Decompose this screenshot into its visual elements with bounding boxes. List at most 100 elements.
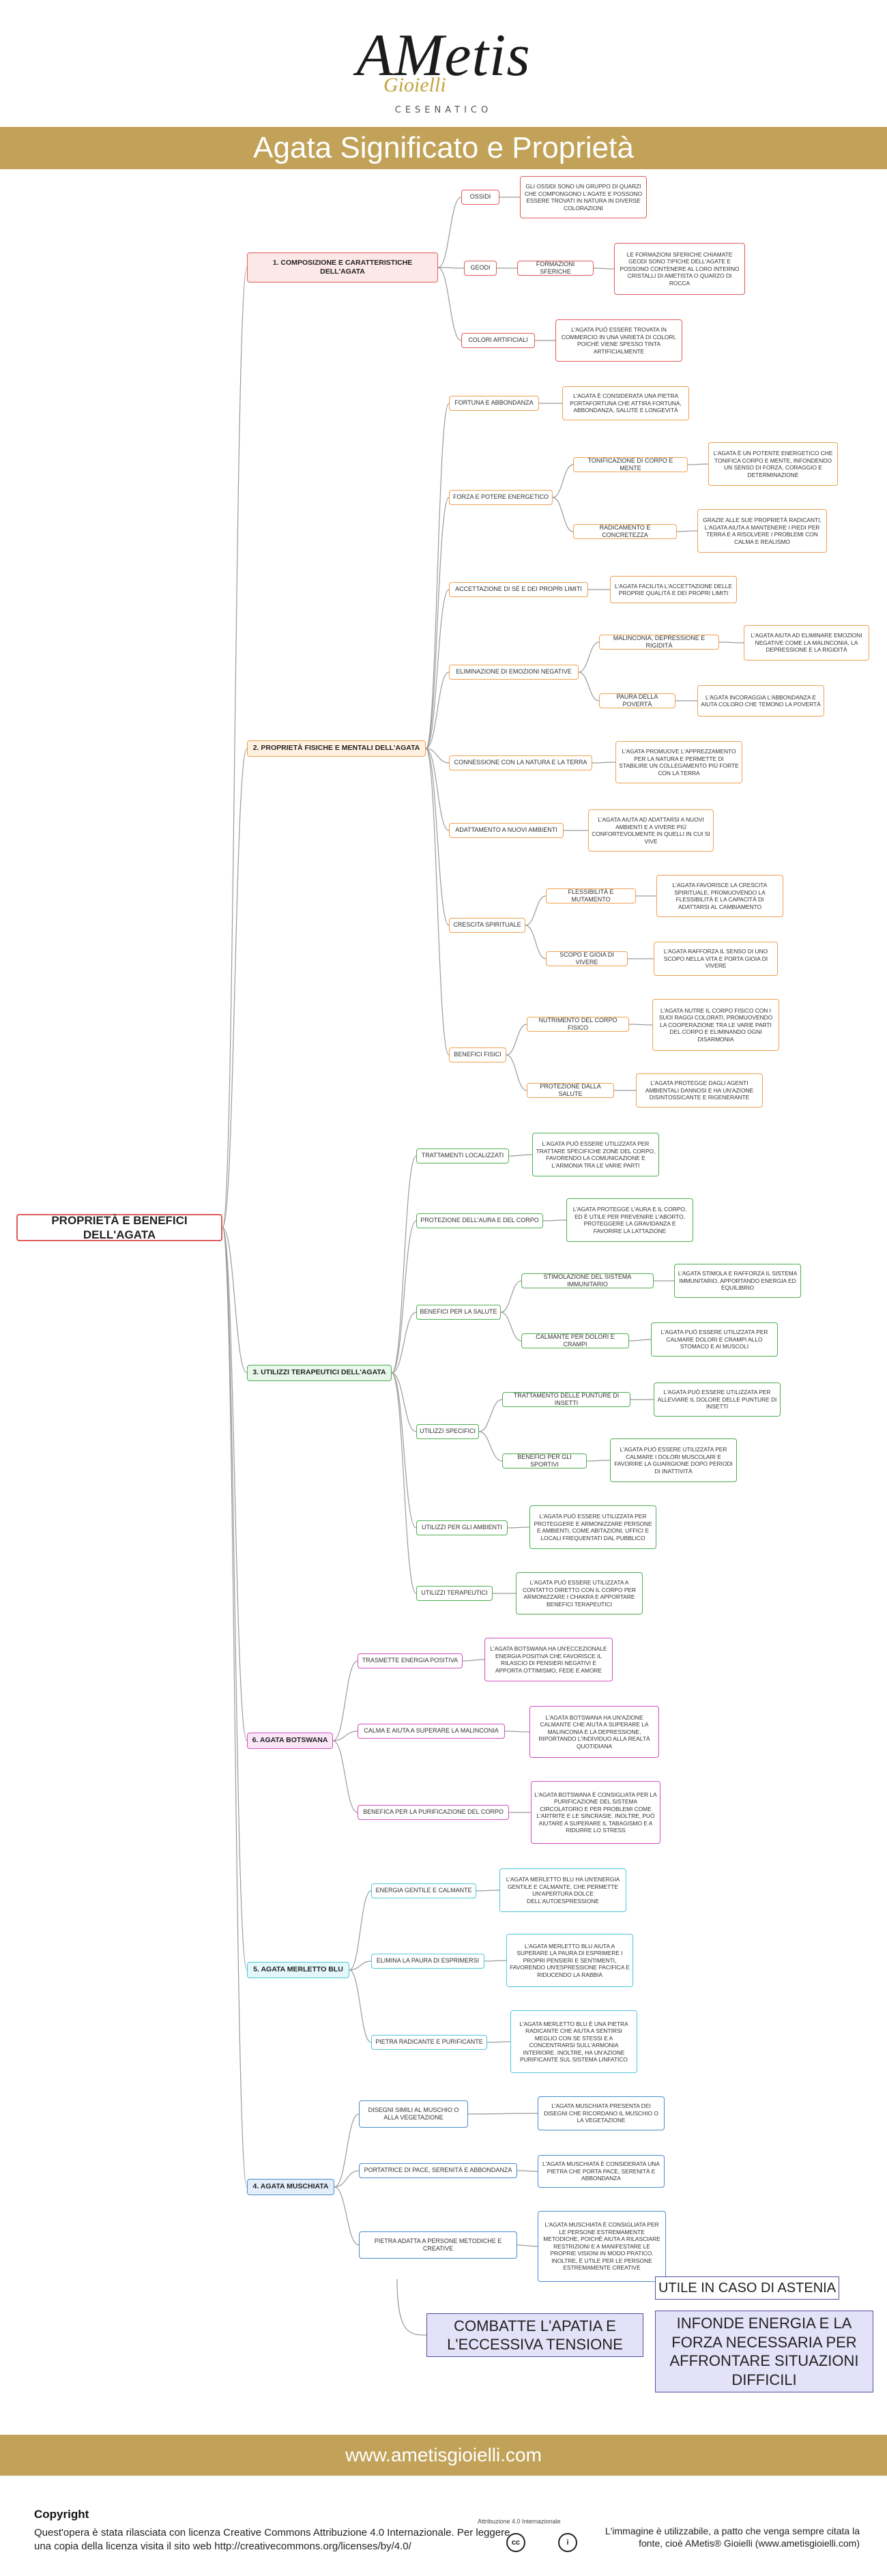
connector-category-therapeutic-to-node-benefici-salute <box>391 1312 417 1374</box>
node-punture: TRATTAMENTO DELLE PUNTURE DI INSETTI <box>502 1392 630 1407</box>
connector-category-therapeutic-to-node-terapeutici <box>391 1372 417 1594</box>
connector-category-physical-mental-to-node-crescita <box>425 748 450 926</box>
connector-node-ambienti-to-leaf-ambienti-desc <box>507 1526 530 1529</box>
connector-node-eliminazione-to-node-malinconia <box>578 641 600 673</box>
connector-bottom <box>396 2278 427 2336</box>
leaf-tonificazione-desc: L'AGATA È UN POTENTE ENERGETICO CHE TONI… <box>708 442 838 486</box>
connector-category-therapeutic-to-node-utilizzi-specifici <box>391 1372 417 1432</box>
website-banner[interactable]: www.ametisgioielli.com <box>0 2435 887 2476</box>
category-muschiata: 4. AGATA MUSCHIATA <box>247 2179 334 2195</box>
node-radicante-purificante: PIETRA RADICANTE E PURIFICANTE <box>371 2035 487 2050</box>
node-benefici-salute: BENEFICI PER LA SALUTE <box>416 1305 501 1320</box>
root-node: PROPRIETÀ E BENEFICI DELL'AGATA <box>16 1214 222 1241</box>
node-geodi: GEODI <box>464 261 497 276</box>
logo-sub: Gioielli <box>383 74 446 96</box>
connector-category-physical-mental-to-node-adattamento <box>425 748 450 831</box>
connector-node-calmante-to-leaf-calmante-desc <box>628 1339 652 1342</box>
connector-node-paura-esprimersi-to-leaf-paura-esprimersi-desc <box>484 1960 507 1962</box>
leaf-ossidi-desc: GLI OSSIDI SONO UN GRUPPO DI QUARZI CHE … <box>520 176 647 218</box>
category-merletto-blu: 5. AGATA MERLETTO BLU <box>247 1962 349 1978</box>
connector-node-benefici-salute-to-node-calmante <box>500 1312 522 1342</box>
connector-node-malinconia-botswana-to-leaf-malinconia-botswana-desc <box>504 1731 530 1733</box>
node-malinconia-botswana: CALMA E AIUTA A SUPERARE LA MALINCONIA <box>358 1724 505 1739</box>
node-ossidi: OSSIDI <box>461 190 499 205</box>
connector-category-physical-mental-to-node-fortuna <box>425 403 450 749</box>
leaf-punture-desc: L'AGATA PUÒ ESSERE UTILIZZATA PER ALLEVI… <box>654 1383 781 1417</box>
page-title: Agata Significato e Proprietà <box>0 127 887 169</box>
connector-root-node-to-category-muschiata <box>222 1227 248 2188</box>
node-natura: CONNESSIONE CON LA NATURA E LA TERRA <box>449 755 592 770</box>
connector-root-node-to-category-therapeutic <box>222 1227 248 1374</box>
leaf-sportivi-desc: L'AGATA PUÒ ESSERE UTILIZZATA PER CALMAR… <box>610 1438 737 1482</box>
node-sportivi: BENEFICI PER GLI SPORTIVI <box>502 1453 587 1468</box>
usage-text: L'immagine è utilizzabile, a patto che v… <box>605 2526 860 2549</box>
connector-category-therapeutic-to-node-protezione-aura <box>391 1220 417 1374</box>
leaf-radicante-purificante-desc: L'AGATA MERLETTO BLU È UNA PIETRA RADICA… <box>510 2010 637 2073</box>
connector-node-natura-to-leaf-natura-desc <box>592 762 616 764</box>
connector-category-therapeutic-to-node-trattamenti <box>391 1155 417 1374</box>
connector-category-botswana-to-node-purificazione <box>332 1740 358 1813</box>
leaf-adattamento-desc: L'AGATA AIUTA AD ADATTARSI A NUOVI AMBIE… <box>588 809 714 852</box>
connector-node-utilizzi-specifici-to-node-punture <box>478 1399 503 1432</box>
node-tonificazione: TONIFICAZIONE DI CORPO E MENTE <box>573 457 688 472</box>
connector-root-node-to-category-botswana <box>222 1227 248 1741</box>
node-malinconia: MALINCONIA, DEPRESSIONE E RIGIDITÀ <box>599 635 719 650</box>
connector-category-physical-mental-to-node-eliminazione <box>425 671 450 749</box>
leaf-radicamento-desc: GRAZIE ALLE SUE PROPRIETÀ RADICANTI, L'A… <box>697 509 827 553</box>
copyright-title: Copyright <box>34 2508 89 2521</box>
connector-node-energia-gentile-to-leaf-energia-gentile-desc <box>476 1890 500 1892</box>
connector-node-sportivi-to-leaf-sportivi-desc <box>586 1460 611 1462</box>
leaf-sistema-immunitario-desc: L'AGATA STIMOLA E RAFFORZA IL SISTEMA IM… <box>674 1264 801 1298</box>
connector-node-benefici-salute-to-node-sistema-immunitario <box>500 1280 522 1313</box>
connector-category-composition-to-node-ossidi <box>437 197 462 268</box>
cc-icon: cc <box>506 2533 525 2552</box>
connector-category-physical-mental-to-node-benefici-fisici <box>425 748 450 1056</box>
category-therapeutic: 3. UTILIZZI TERAPEUTICI DELL'AGATA <box>247 1365 392 1381</box>
leaf-formazioni-desc: LE FORMAZIONI SFERICHE CHIAMATE GEODI SO… <box>614 243 745 295</box>
connector-category-therapeutic-to-node-ambienti <box>391 1372 417 1529</box>
node-flessibilita: FLESSIBILITÀ E MUTAMENTO <box>546 888 636 903</box>
connector-node-malinconia-to-leaf-malinconia-desc <box>718 641 744 643</box>
node-pace-serenita: PORTATRICE DI PACE, SERENITÀ E ABBONDANZ… <box>359 2163 517 2178</box>
connector-node-energia-positiva-to-leaf-energia-positiva-desc <box>462 1659 485 1662</box>
node-scopo: SCOPO E GIOIA DI VIVERE <box>546 951 628 966</box>
connector-category-merletto-blu-to-node-paura-esprimersi <box>349 1960 372 1971</box>
leaf-pace-serenita-desc: L'AGATA MUSCHIATA È CONSIDERATA UNA PIET… <box>538 2155 665 2188</box>
node-accettazione: ACCETTAZIONE DI SÉ E DEI PROPRI LIMITI <box>449 582 588 597</box>
connector-root-node-to-category-composition <box>222 267 248 1228</box>
connector-node-crescita-to-node-scopo <box>525 925 547 959</box>
category-physical-mental: 2. PROPRIETÀ FISICHE E MENTALI DELL'AGAT… <box>247 740 426 757</box>
leaf-natura-desc: L'AGATA PROMUOVE L'APPREZZAMENTO PER LA … <box>615 741 742 783</box>
leaf-energia-gentile-desc: L'AGATA MERLETTO BLU HA UN'ENERGIA GENTI… <box>499 1868 626 1912</box>
connector-category-muschiata-to-node-pace-serenita <box>334 2170 360 2188</box>
connector-category-muschiata-to-node-disegni-muschio <box>334 2113 360 2188</box>
leaf-protezione-salute-desc: L'AGATA PROTEGGE DAGLI AGENTI AMBIENTALI… <box>636 1073 763 1108</box>
connector-node-formazioni-sferiche-to-leaf-formazioni-desc <box>593 267 615 270</box>
leaf-paura-esprimersi-desc: L'AGATA MERLETTO BLU AIUTA A SUPERARE LA… <box>506 1934 633 1987</box>
leaf-colori-desc: L'AGATA PUÒ ESSERE TROVATA IN COMMERCIO … <box>555 319 682 362</box>
connector-category-physical-mental-to-node-forza <box>425 497 450 749</box>
node-eliminazione: ELIMINAZIONE DI EMOZIONI NEGATIVE <box>449 665 579 680</box>
box-combatte-apatia: COMBATTE L'APATIA E L'ECCESSIVA TENSIONE <box>426 2313 643 2357</box>
node-paura-esprimersi: ELIMINA LA PAURA DI ESPRIMERSI <box>371 1954 484 1969</box>
leaf-calmante-desc: L'AGATA PUÒ ESSERE UTILIZZATA PER CALMAR… <box>651 1322 778 1357</box>
leaf-protezione-aura-desc: L'AGATA PROTEGGE L'AURA E IL CORPO, ED È… <box>566 1198 693 1242</box>
leaf-malinconia-desc: L'AGATA AIUTA AD ELIMINARE EMOZIONI NEGA… <box>744 625 869 661</box>
connector-category-botswana-to-node-malinconia-botswana <box>332 1731 358 1741</box>
node-terapeutici: UTILIZZI TERAPEUTICI <box>416 1586 493 1601</box>
connector-category-physical-mental-to-node-accettazione <box>425 589 450 749</box>
logo-brand: AMetis <box>356 23 531 89</box>
box-utile-astenia: UTILE IN CASO DI ASTENIA <box>655 2276 839 2300</box>
connector-category-composition-to-node-colori-artificiali <box>437 267 462 341</box>
node-utilizzi-specifici: UTILIZZI SPECIFICI <box>416 1424 479 1439</box>
connector-node-benefici-fisici-to-node-nutrimento <box>506 1024 527 1056</box>
node-energia-positiva: TRASMETTE ENERGIA POSITIVA <box>358 1653 463 1668</box>
node-protezione-aura: PROTEZIONE DELL'AURA E DEL CORPO <box>416 1213 543 1228</box>
connector-node-crescita-to-node-flessibilita <box>525 895 547 926</box>
connector-node-eliminazione-to-node-poverta <box>578 671 600 701</box>
copyright-text: Quest'opera è stata rilasciata con licen… <box>34 2527 510 2552</box>
leaf-energia-positiva-desc: L'AGATA BOTSWANA HA UN'ECCEZIONALE ENERG… <box>484 1638 613 1681</box>
node-fortuna: FORTUNA E ABBONDANZA <box>449 396 539 411</box>
node-ambienti: UTILIZZI PER GLI AMBIENTI <box>416 1520 508 1535</box>
leaf-accettazione-desc: L'AGATA FACILITA L'ACCETTAZIONE DELLE PR… <box>610 576 737 603</box>
